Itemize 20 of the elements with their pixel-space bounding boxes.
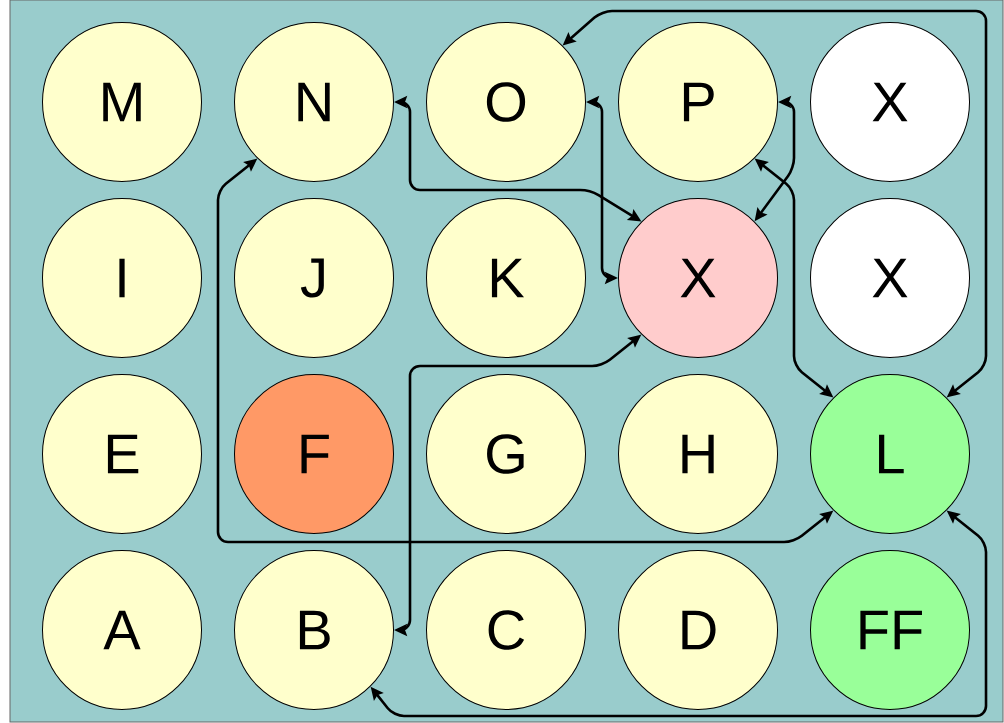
circle-node: K	[426, 198, 586, 358]
circle-node: X	[810, 198, 970, 358]
circle-node: M	[42, 22, 202, 182]
circle-node: D	[618, 550, 778, 710]
circle-node: L	[810, 374, 970, 534]
circle-node: I	[42, 198, 202, 358]
circle-node: F	[234, 374, 394, 534]
circle-node: O	[426, 22, 586, 182]
circle-node: C	[426, 550, 586, 710]
circle-node: FF	[810, 550, 970, 710]
circle-node: A	[42, 550, 202, 710]
circle-node: N	[234, 22, 394, 182]
circle-node: X	[618, 198, 778, 358]
circle-node: E	[42, 374, 202, 534]
circle-node: H	[618, 374, 778, 534]
circle-node: X	[810, 22, 970, 182]
circle-node: P	[618, 22, 778, 182]
circle-node: J	[234, 198, 394, 358]
circle-node: B	[234, 550, 394, 710]
circle-node: G	[426, 374, 586, 534]
